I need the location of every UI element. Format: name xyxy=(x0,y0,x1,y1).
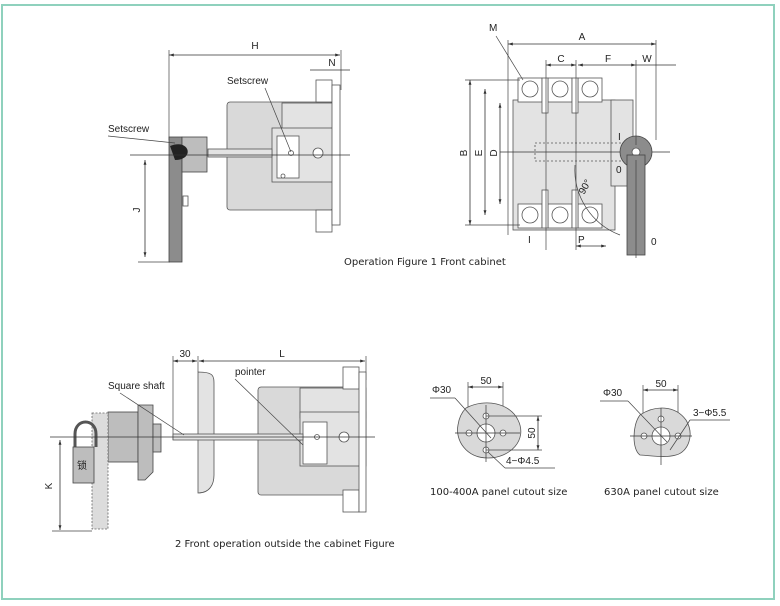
handle-boss xyxy=(152,423,162,453)
figure1-side-view: H N J Setscrew Setscrew xyxy=(107,41,350,263)
terminal-screw xyxy=(581,206,599,224)
top-terminal xyxy=(315,79,333,103)
terminal-screw xyxy=(521,80,539,98)
marker-0-handle: 0 xyxy=(616,165,622,176)
phi-center-label: Φ30 xyxy=(432,385,452,396)
pole-slot xyxy=(541,189,549,229)
dim-label-J: J xyxy=(132,208,143,213)
pivot-hole xyxy=(312,147,324,159)
figure1-front-view: 90° A C F W M B E D P I I 0 0 xyxy=(459,23,676,258)
leader-line xyxy=(107,135,176,144)
dim-label-P: P xyxy=(578,235,585,246)
terminal-screw xyxy=(521,206,539,224)
handle-flange xyxy=(137,404,154,481)
handle-slot xyxy=(182,195,189,207)
cabinet-door xyxy=(197,371,215,494)
pointer-label: pointer xyxy=(235,367,266,378)
leader-line xyxy=(264,87,292,153)
dim-label-D: D xyxy=(489,149,500,156)
terminal-screw xyxy=(551,206,569,224)
shaft xyxy=(207,148,273,158)
pole-slot xyxy=(571,189,579,229)
padlock-label: 锁 xyxy=(77,459,87,472)
padlock-shackle xyxy=(73,420,98,447)
marker-I-handle: I xyxy=(618,132,621,143)
terminal-plate xyxy=(358,371,367,513)
handle-setscrew xyxy=(170,144,188,160)
setscrew-handle-label: Setscrew xyxy=(108,124,150,135)
dim-label-width: 50 xyxy=(655,379,667,390)
top-terminal xyxy=(342,366,360,390)
leader-line xyxy=(487,451,506,469)
dim-label-C: C xyxy=(557,54,564,65)
terminal-screw xyxy=(551,80,569,98)
phi-center-label: Φ30 xyxy=(603,388,623,399)
terminal-row-bottom xyxy=(517,203,603,229)
bottom-terminal xyxy=(342,489,360,513)
cutout-100-400a-caption: 100-400A panel cutout size xyxy=(430,487,567,498)
handle-lever xyxy=(168,136,183,263)
pole-slot xyxy=(541,77,549,114)
terminal-screw xyxy=(581,80,599,98)
holes-label: 4−Φ4.5 xyxy=(506,456,540,467)
dim-label-A: A xyxy=(579,32,586,43)
pole-slot xyxy=(571,77,579,114)
dim-label-F: F xyxy=(605,54,611,65)
setscrew-hole xyxy=(288,150,294,156)
cutout-100-400a: 50 50 Φ30 4−Φ4.5 xyxy=(430,376,555,469)
figure1-caption: Operation Figure 1 Front cabinet xyxy=(344,257,506,268)
dim-label-K: K xyxy=(44,482,55,489)
leader-line xyxy=(669,419,691,451)
rotation-arc xyxy=(574,164,621,236)
cutout-630a: 50 Φ30 3−Φ5.5 xyxy=(600,379,730,465)
dim-label-B: B xyxy=(459,149,470,156)
shaft-coupler xyxy=(302,421,328,465)
dim-label-height: 50 xyxy=(527,427,538,439)
leader-line xyxy=(234,378,304,446)
leader-line xyxy=(119,392,185,436)
setscrew-body-label: Setscrew xyxy=(227,76,269,87)
dim-label-H: H xyxy=(251,41,258,52)
leader-line xyxy=(495,35,524,81)
figure2-side-view: 30 L 锁 K Square shaft xyxy=(44,349,375,532)
dim-label-width: 50 xyxy=(480,376,492,387)
dim-label-N: N xyxy=(328,58,335,69)
dim-label-E: E xyxy=(474,149,485,156)
holes-label: 3−Φ5.5 xyxy=(693,408,727,419)
padlock-body xyxy=(72,446,95,484)
leader-line xyxy=(627,400,668,443)
dim-label-W: W xyxy=(642,54,652,65)
leader-line xyxy=(454,397,492,439)
dim-label-30: 30 xyxy=(179,349,191,360)
drawing-frame xyxy=(1,4,775,600)
figure2-caption: 2 Front operation outside the cabinet Fi… xyxy=(175,539,395,550)
pointer-screw xyxy=(280,173,286,179)
marker-I-bottom: I xyxy=(528,235,531,246)
bottom-terminal xyxy=(315,209,333,233)
shaft-coupler xyxy=(276,135,300,179)
marker-0-bottom: 0 xyxy=(651,237,657,248)
dim-label-M: M xyxy=(489,23,497,34)
cutout-630a-caption: 630A panel cutout size xyxy=(604,487,719,498)
dim-label-L: L xyxy=(279,349,285,360)
terminal-row-top xyxy=(517,77,603,103)
square-shaft-label: Square shaft xyxy=(108,381,165,392)
